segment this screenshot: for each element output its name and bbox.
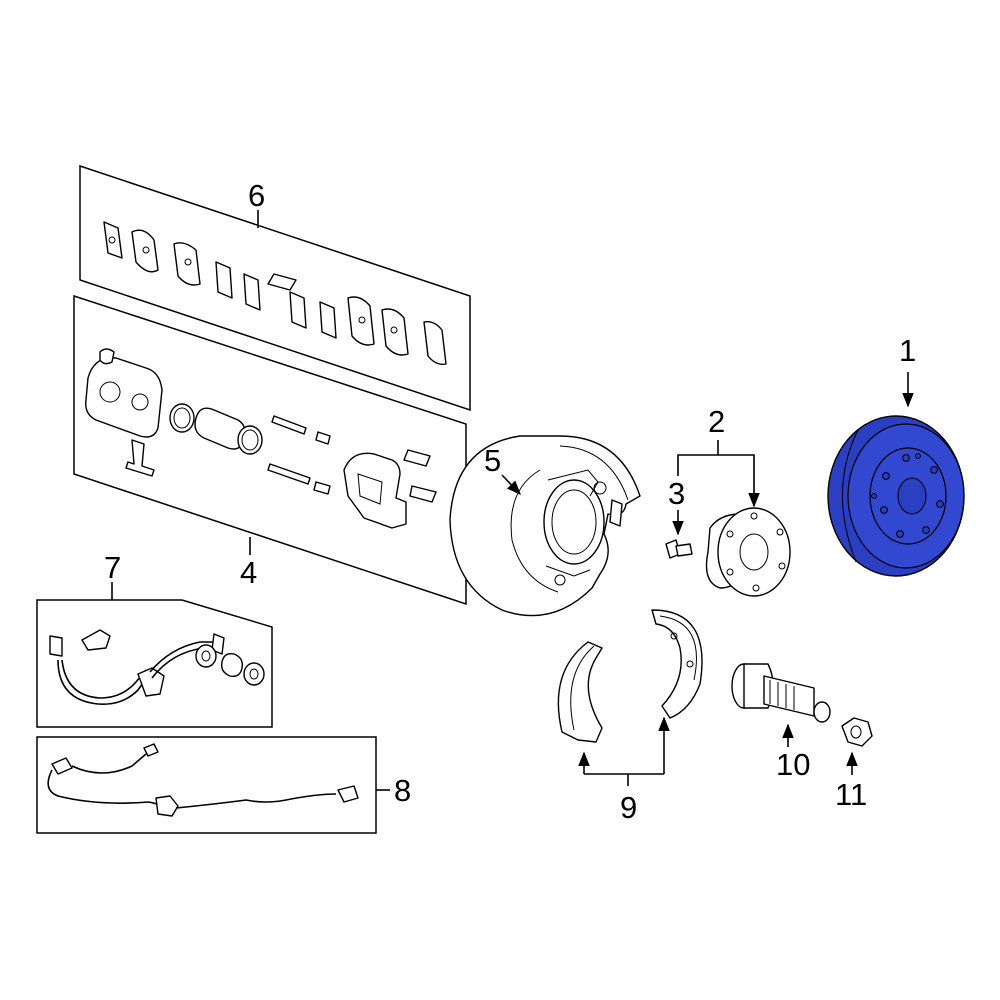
caliper-assembly-group[interactable] [73, 294, 467, 606]
callout-1: 1 [899, 333, 916, 368]
piston-seal-icon [169, 403, 263, 455]
abs-sensor-group[interactable] [36, 736, 390, 834]
hose-clip-icon [81, 629, 111, 651]
callout-9: 9 [620, 790, 637, 825]
wheel-hub-group[interactable] [677, 440, 791, 597]
brake-hose-group[interactable] [36, 582, 273, 728]
callout-4: 4 [240, 555, 257, 590]
brake-rotor-group[interactable] [827, 372, 965, 577]
callout-11: 11 [835, 777, 867, 812]
callout-10: 10 [776, 747, 810, 782]
callout-3: 3 [668, 476, 685, 511]
mounting-bracket-icon [343, 449, 437, 529]
axle-shaft-group[interactable] [731, 663, 831, 747]
callout-6: 6 [248, 178, 265, 213]
callout-8: 8 [394, 773, 411, 808]
guide-pin-icon [267, 415, 331, 495]
callout-5: 5 [484, 443, 501, 478]
hub-bolt-group[interactable] [665, 510, 693, 559]
brake-pad-set-group[interactable] [79, 164, 471, 412]
callout-7: 7 [104, 550, 121, 585]
parking-brake-shoe-group[interactable] [557, 609, 703, 786]
caliper-bracket-icon [125, 439, 155, 477]
abs-sensor-wire-icon [47, 743, 359, 817]
sealing-washer-icon [195, 644, 265, 686]
brake-pad-icon [103, 221, 447, 366]
backing-plate-group[interactable] [449, 435, 641, 617]
axle-nut-group[interactable] [841, 717, 873, 775]
callout-2: 2 [708, 404, 725, 439]
caliper-housing-icon [85, 348, 163, 438]
brake-hose-icon [49, 633, 225, 706]
